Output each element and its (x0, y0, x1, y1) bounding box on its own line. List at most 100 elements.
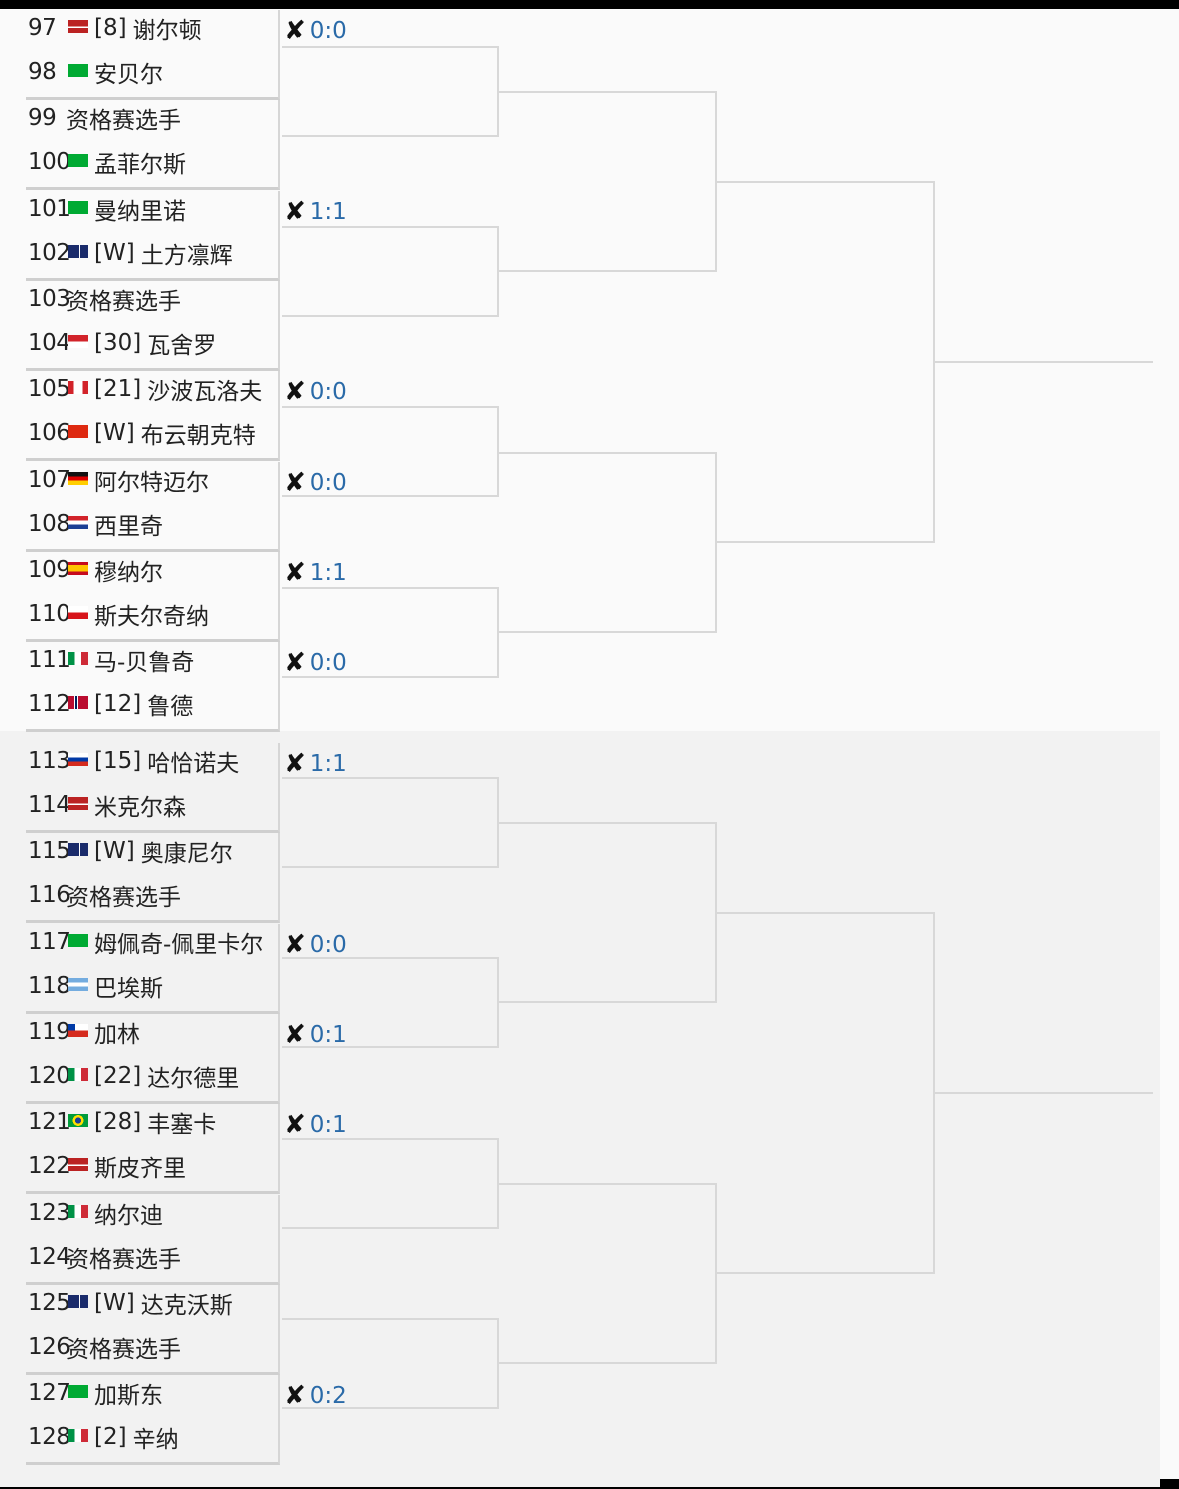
h2h-score[interactable]: ✘0:0 (284, 374, 347, 410)
h2h-score[interactable]: ✘1:1 (284, 194, 347, 230)
player-name: 资格赛选手 (66, 885, 181, 912)
h2h-score[interactable]: ✘1:1 (284, 746, 347, 782)
ar-flag-icon (68, 977, 88, 991)
au-flag-icon (68, 1294, 88, 1308)
player-name: 巴埃斯 (94, 975, 163, 1002)
player-name: 达克沃斯 (140, 1292, 233, 1319)
h2h-score-value: 0:0 (309, 18, 347, 44)
player-name: 鲁德 (147, 694, 194, 721)
fr-flag-icon (68, 64, 88, 77)
h2h-score[interactable]: ✘1:1 (284, 555, 347, 591)
h2h-score[interactable]: ✘0:1 (284, 1017, 347, 1053)
draw-position: 108 (28, 510, 71, 537)
ca-flag-icon (68, 381, 88, 395)
us-flag-icon (68, 797, 88, 810)
seed-label: [8] (94, 15, 127, 41)
player-row[interactable]: 120[22]达尔德里 (28, 1054, 239, 1098)
player-row[interactable]: 97[8]谢尔顿 (28, 6, 202, 50)
player-name: 瓦舍罗 (147, 332, 217, 359)
h2h-score[interactable]: ✘0:0 (284, 645, 347, 681)
player-row[interactable]: 115[W]奥康尼尔 (28, 829, 233, 873)
player-row[interactable]: 102[W]土方凛辉 (28, 231, 233, 275)
crossed-rackets-icon: ✘ (284, 1019, 306, 1050)
draw-position: 111 (28, 647, 71, 674)
fr-flag-icon (68, 154, 88, 168)
fr-flag-icon (68, 200, 88, 214)
draw-position: 109 (28, 556, 71, 583)
player-row[interactable]: 125[W]达克沃斯 (28, 1281, 233, 1325)
h2h-score-value: 0:2 (309, 1383, 347, 1410)
us-flag-icon (68, 1158, 88, 1172)
h2h-score[interactable]: ✘0:0 (284, 927, 347, 963)
player-name: 土方凛辉 (140, 242, 233, 269)
draw-position: 119 (28, 1018, 71, 1045)
draw-position: 126 (28, 1333, 71, 1360)
draw-position: 98 (28, 59, 57, 85)
draw-position: 125 (28, 1289, 71, 1316)
h2h-score[interactable]: ✘0:0 (284, 13, 347, 49)
player-row[interactable]: 112[12]鲁德 (28, 682, 193, 726)
draw-position: 100 (28, 149, 71, 176)
draw-position: 107 (28, 466, 71, 493)
seed-label: [15] (94, 748, 142, 774)
player-row[interactable]: 128[2]辛纳 (28, 1415, 179, 1459)
draw-position: 110 (28, 600, 71, 627)
seed-label: [21] (94, 376, 142, 403)
mc-flag-icon (68, 334, 88, 348)
draw-position: 115 (28, 838, 71, 865)
player-name: 资格赛选手 (66, 288, 181, 315)
player-row[interactable]: 113[15]哈恰诺夫 (28, 739, 239, 783)
player-row[interactable]: 106[W]布云朝克特 (28, 411, 256, 455)
h2h-score[interactable]: ✘0:0 (284, 465, 347, 501)
draw-position: 102 (28, 239, 71, 266)
it-flag-icon (68, 652, 88, 666)
player-name: 斯皮齐里 (94, 1156, 186, 1183)
player-row[interactable]: 105[21]沙波瓦洛夫 (28, 367, 262, 411)
bracket-connector (935, 1092, 1153, 1094)
h2h-score[interactable]: ✘0:1 (284, 1107, 347, 1143)
crossed-rackets-icon: ✘ (284, 749, 306, 779)
cl-flag-icon (68, 1023, 88, 1037)
h2h-score[interactable]: ✘0:2 (284, 1378, 347, 1414)
player-row[interactable]: 104[30]瓦舍罗 (28, 321, 216, 365)
bracket-connector (282, 226, 499, 317)
player-row[interactable]: 121[28]丰塞卡 (28, 1100, 216, 1144)
bracket-connector (499, 452, 717, 633)
